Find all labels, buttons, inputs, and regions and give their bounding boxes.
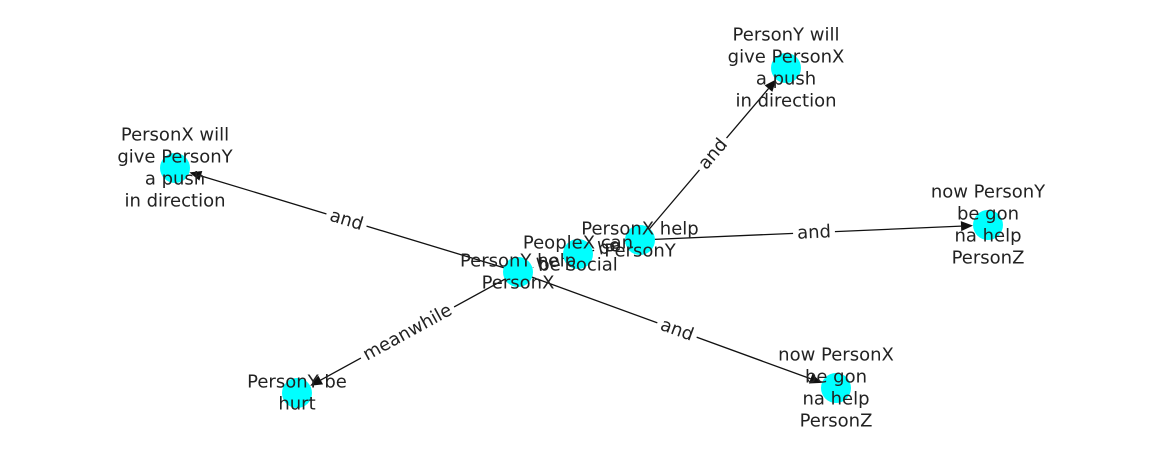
node-label-line: now PersonX	[778, 345, 894, 366]
edge-label-background	[355, 296, 460, 369]
arrowhead-icon	[808, 374, 822, 384]
node-label-line: PersonZ	[952, 248, 1025, 269]
node-label-line: na help	[954, 226, 1021, 247]
node-label-line: be social	[538, 255, 618, 276]
edge-label: and	[657, 314, 696, 345]
node-label-line: PersonY	[604, 241, 676, 262]
node-label-line: PersonX help	[581, 219, 698, 240]
edge-label-group: and	[690, 130, 736, 178]
node-label-line: a push	[145, 169, 205, 190]
node-label-line: give PersonX	[728, 47, 845, 68]
node-label-line: na help	[802, 389, 869, 410]
edge-label-group: and	[792, 220, 836, 245]
node-label-line: PersonX will	[121, 125, 229, 146]
node-label-line: now PersonY	[931, 182, 1046, 203]
node-label-line: in direction	[735, 91, 836, 112]
nodes-layer	[160, 53, 1003, 408]
arrowhead-icon	[764, 79, 777, 92]
edge-label-background	[792, 220, 836, 245]
edge-label: and	[327, 205, 366, 235]
arrowhead-icon	[189, 171, 203, 181]
edge-label-group: and	[653, 312, 701, 348]
edge-label-background	[690, 130, 736, 178]
edge-label: and	[797, 221, 832, 243]
edge-label-background	[323, 202, 370, 238]
edge-label: meanwhile	[359, 300, 455, 366]
edge-label-background	[530, 247, 566, 279]
node-label-line: PeopleX can	[523, 233, 633, 254]
node-n_y_hurt	[282, 378, 312, 408]
node-label-line: PersonY will	[733, 25, 840, 46]
node-label-line: give PersonY	[117, 147, 233, 168]
node-label-line: PersonY be	[247, 372, 347, 393]
node-label-line: PersonX	[482, 273, 555, 294]
node-n_x_help_y	[625, 225, 655, 255]
arrowhead-icon	[310, 375, 324, 386]
edge-label-background	[653, 312, 701, 348]
edge-label: be	[596, 234, 623, 259]
node-label-line: in direction	[124, 191, 225, 212]
node-n_x_push	[160, 153, 190, 183]
node-label-line: PersonZ	[800, 411, 873, 432]
edge-label-background	[591, 232, 627, 262]
node-label-line: hurt	[278, 394, 315, 415]
node-label-line: a push	[756, 69, 816, 90]
edge-label-group: and	[323, 202, 370, 238]
edge-label-group: meanwhile	[355, 296, 460, 369]
node-n_y_help_x	[503, 257, 533, 287]
node-n_y_help_z	[973, 210, 1003, 240]
node-label-line: be gon	[957, 204, 1019, 225]
node-label-line: PersonY help	[460, 251, 576, 272]
node-label-line: be gon	[805, 367, 867, 388]
node-n_y_push	[771, 53, 801, 83]
arrowhead-icon	[960, 221, 974, 232]
node-n_x_help_z	[821, 373, 851, 403]
edge-label-group: be	[591, 232, 627, 262]
node-n_people_social	[563, 239, 593, 269]
edge-label-group: be	[530, 247, 566, 279]
